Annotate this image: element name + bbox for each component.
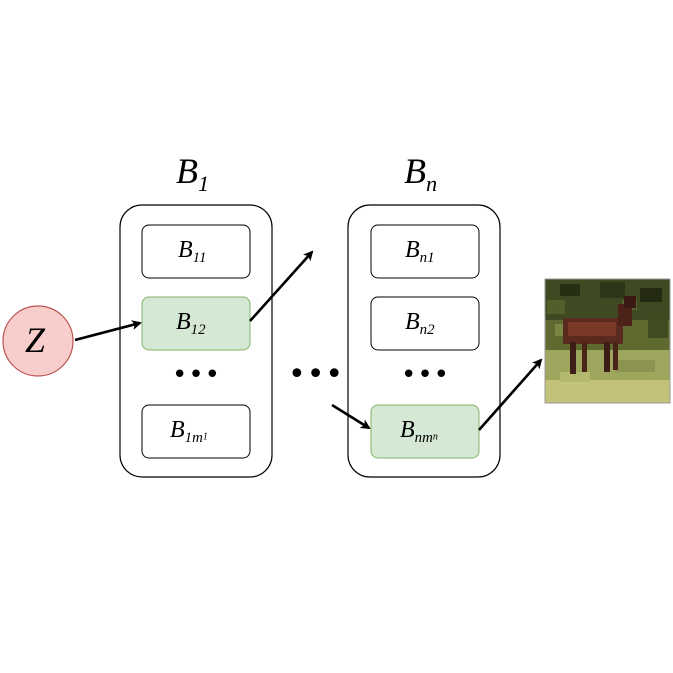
block-b12 — [141, 296, 251, 351]
deer-photo-thumbnail — [544, 278, 671, 404]
block-b11 — [141, 224, 251, 279]
group-1-title: B1 — [176, 151, 210, 196]
block-bnmn — [370, 404, 480, 459]
block-bn2 — [370, 296, 480, 351]
group-n-ellipsis: ••• — [401, 360, 451, 390]
between-groups-ellipsis: ••• — [288, 357, 345, 392]
arrow-b12-out — [249, 250, 314, 322]
latent-node — [2, 305, 74, 377]
arrow-bnmn-to-image — [478, 358, 543, 431]
block-bnmn-label: Bnmn — [400, 417, 438, 447]
block-bn2-label: Bn2 — [405, 309, 435, 339]
group-1-ellipsis: ••• — [172, 360, 222, 390]
latent-label: Z — [25, 320, 46, 360]
block-b1m1 — [141, 404, 251, 459]
block-b1m1-label: B1m1 — [170, 417, 208, 447]
arrow-z-to-b12 — [74, 320, 142, 342]
block-bn1-label: Bn1 — [405, 237, 435, 267]
group-n-title: Bn — [404, 151, 438, 196]
block-b12-label: B12 — [176, 309, 206, 339]
arrow-in-to-bnmn — [331, 403, 371, 430]
block-b11-label: B11 — [178, 237, 207, 267]
block-bn1 — [370, 224, 480, 279]
